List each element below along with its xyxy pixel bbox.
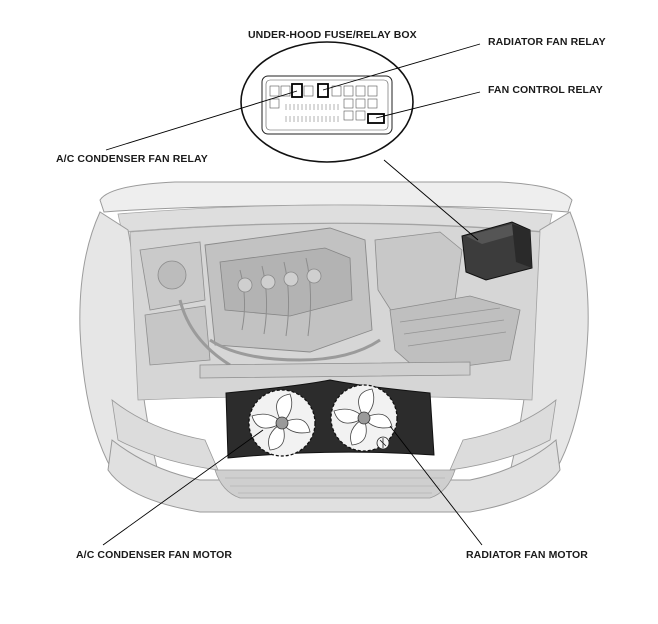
radiator-fan xyxy=(330,384,398,452)
fuse-box-inset xyxy=(240,41,414,163)
radiator-fan-relay-slot xyxy=(317,83,329,98)
leader-lines xyxy=(102,43,483,546)
leader-radiator-fan-relay xyxy=(322,43,481,91)
leader-ac-condenser-fan-relay xyxy=(105,90,298,151)
leader-radiator-fan-motor xyxy=(389,425,483,546)
leader-ac-condenser-fan-motor xyxy=(102,429,264,546)
leader-inset-to-box xyxy=(383,159,479,241)
fan-control-relay-label: FAN CONTROL RELAY xyxy=(488,84,603,96)
radiator-fan-relay-label: RADIATOR FAN RELAY xyxy=(488,36,606,48)
cooling-fan-assembly xyxy=(225,379,435,459)
ac-condenser-fan-motor-label: A/C CONDENSER FAN MOTOR xyxy=(76,549,232,561)
engine xyxy=(139,227,521,379)
fuse-relay-box xyxy=(461,221,533,281)
radiator-fan-motor-label: RADIATOR FAN MOTOR xyxy=(466,549,588,561)
leader-fan-control-relay xyxy=(375,91,481,119)
ac-condenser-fan-relay-slot xyxy=(291,83,303,98)
fan-control-relay-slot xyxy=(367,113,385,124)
fuse-box-title: UNDER-HOOD FUSE/RELAY BOX xyxy=(248,29,417,41)
ac-condenser-fan xyxy=(248,389,316,457)
ac-condenser-fan-relay-label: A/C CONDENSER FAN RELAY xyxy=(56,153,208,165)
front-bumper xyxy=(107,439,561,513)
hood xyxy=(99,181,573,213)
